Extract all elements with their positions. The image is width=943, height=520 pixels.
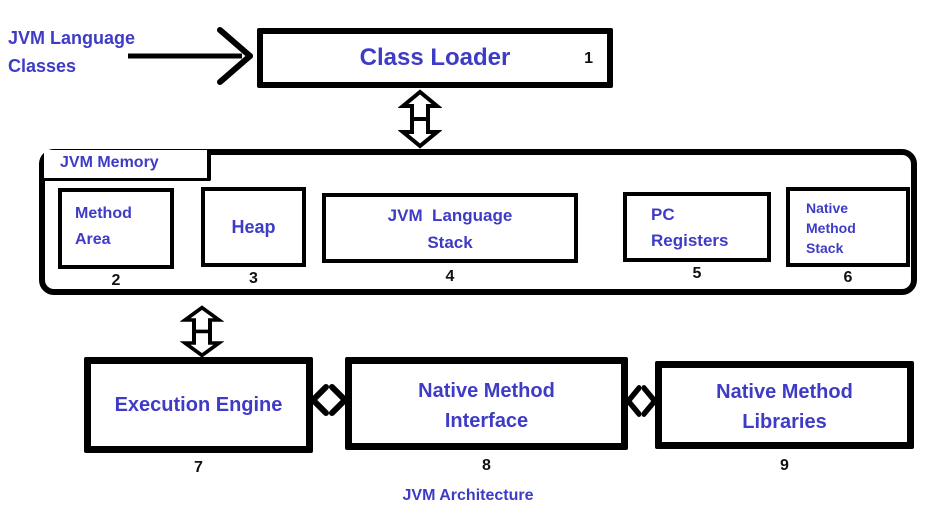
class-loader-number: 1 xyxy=(584,50,593,67)
memory-executionengine-bidirectional-arrow-icon xyxy=(180,305,224,358)
jvm-memory-label: JVM Memory xyxy=(44,150,211,181)
input-arrow-icon xyxy=(126,27,256,85)
jvm-language-classes-label: JVM Language Classes xyxy=(8,28,136,76)
native-method-interface-number: 8 xyxy=(482,457,491,474)
native-method-stack-number: 6 xyxy=(843,269,853,286)
execution-engine-number: 7 xyxy=(194,459,203,476)
class-loader-label: Class Loader xyxy=(359,44,511,71)
execution-engine-box: Execution Engine xyxy=(84,357,313,453)
pc-registers-number: 5 xyxy=(692,265,702,282)
executionengine-nmi-bidirectional-arrow-icon xyxy=(309,383,349,417)
nmi-nml-bidirectional-arrow-icon xyxy=(625,384,658,418)
execution-engine-label: Execution Engine xyxy=(114,393,283,416)
classloader-memory-bidirectional-arrow-icon xyxy=(398,89,442,149)
method-area-number: 2 xyxy=(111,272,121,289)
class-loader-box: Class Loader 1 xyxy=(257,28,613,88)
jvm-language-stack-number: 4 xyxy=(445,268,455,285)
native-method-libraries-box: Native Method Libraries xyxy=(655,361,914,449)
heap-number: 3 xyxy=(249,270,258,287)
native-method-interface-box: Native Method Interface xyxy=(345,357,628,450)
native-method-stack-box: Native Method Stack xyxy=(786,187,910,267)
diagram-caption: JVM Architecture xyxy=(402,487,534,504)
pc-registers-box: PC Registers xyxy=(623,192,771,262)
jvm-language-stack-box: JVM Language Stack xyxy=(322,193,578,263)
jvm-memory-container: JVM Memory Method Area Heap JVM Language… xyxy=(39,149,917,295)
method-area-box: Method Area xyxy=(58,188,174,269)
native-method-libraries-number: 9 xyxy=(780,457,789,474)
heap-box: Heap xyxy=(201,187,306,267)
